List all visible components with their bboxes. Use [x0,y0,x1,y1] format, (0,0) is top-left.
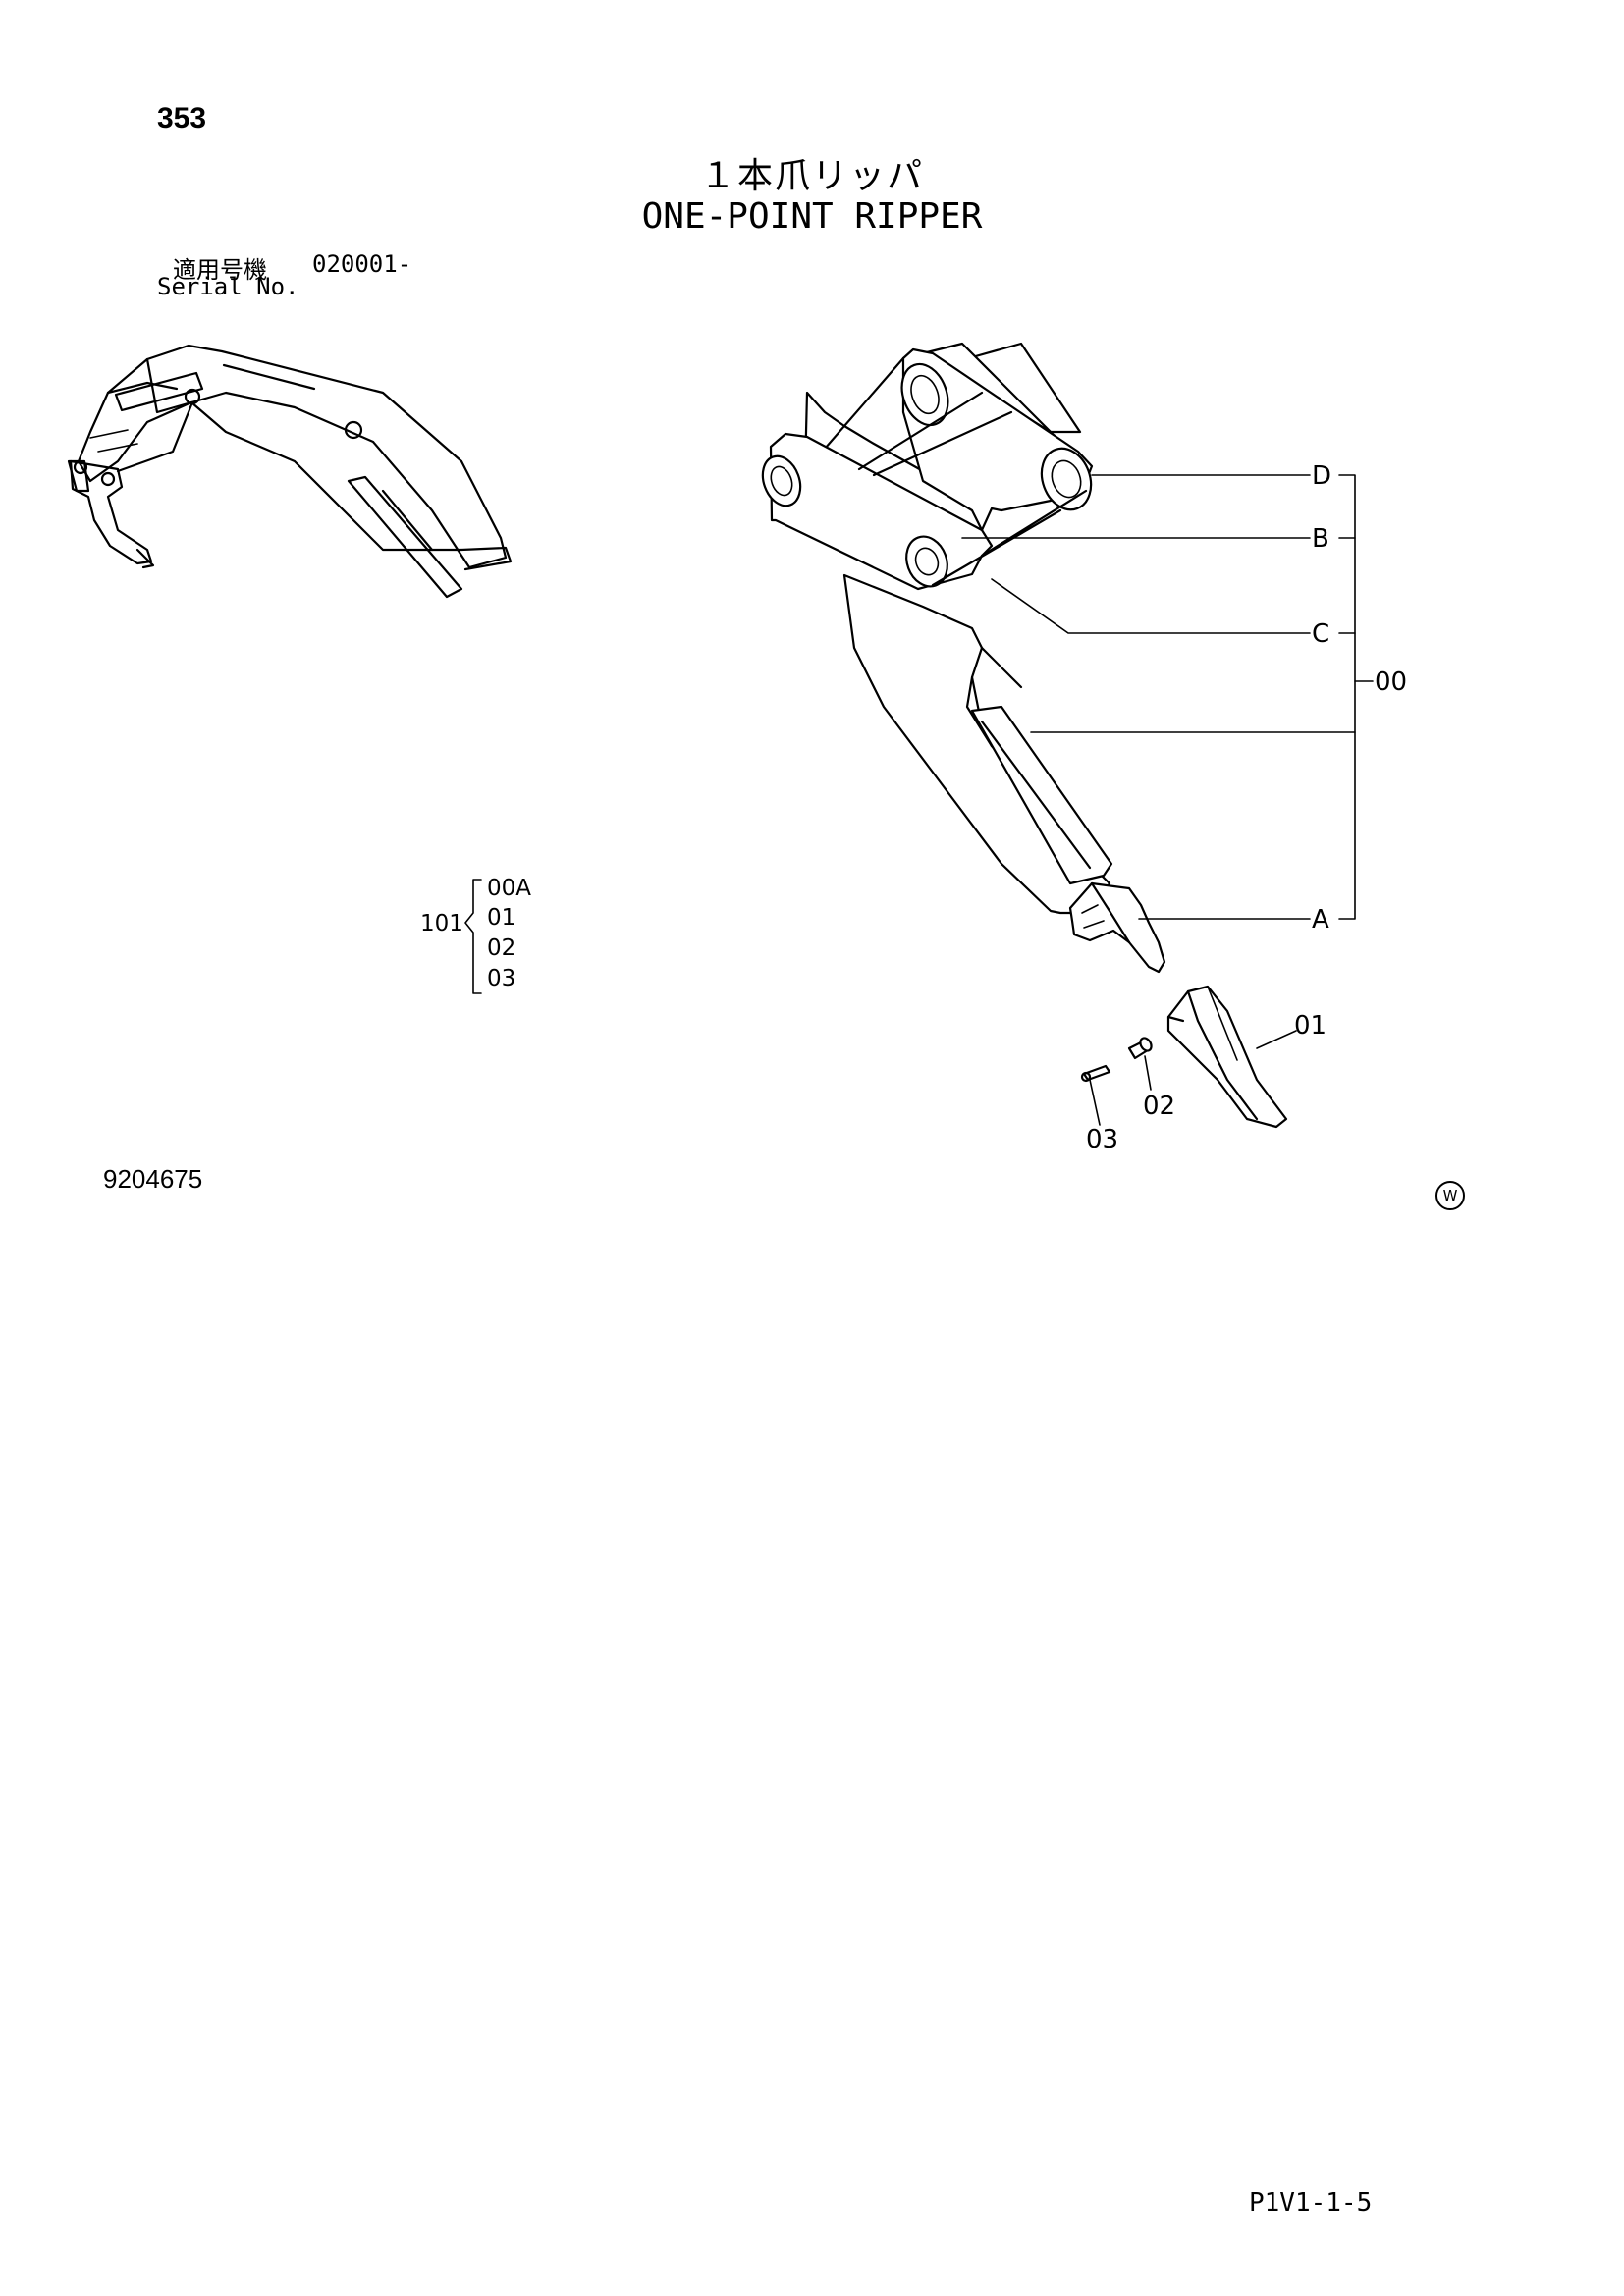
callout-tooth: 01 [1294,1011,1327,1041]
callout-assembly: 00 [1375,667,1408,697]
callout-b: B [1312,524,1329,554]
serial-label-japanese: 適用号機 [173,256,267,284]
kit-item: 02 [487,935,516,961]
kit-brace [464,879,482,994]
page-code: P1V1-1-5 [1249,2188,1373,2217]
kit-item: 00A [487,876,532,901]
w-mark-icon: W [1435,1181,1465,1210]
serial-label-english: Serial No. [157,273,299,300]
callout-lock: 03 [1086,1125,1119,1154]
lock-part [1080,1064,1111,1083]
serial-number: 020001- [312,250,412,278]
pin-part [1127,1037,1153,1060]
kit-item: 01 [487,905,516,931]
kit-number: 101 [420,911,463,936]
tooth-part [1166,985,1288,1129]
drawing-number: 9204675 [103,1164,203,1194]
callout-leaders [961,474,1374,1126]
page-number: 353 [157,102,207,134]
boom-arm-overview [67,344,513,599]
callout-d: D [1312,461,1332,491]
title-english: ONE-POINT RIPPER [641,196,983,237]
callout-a: A [1312,905,1329,934]
ripper-assembly [761,342,1166,974]
callout-c: C [1312,619,1330,649]
title-japanese: １本爪リッパ [699,156,924,196]
kit-item: 03 [487,966,516,991]
callout-pin: 02 [1143,1092,1176,1121]
